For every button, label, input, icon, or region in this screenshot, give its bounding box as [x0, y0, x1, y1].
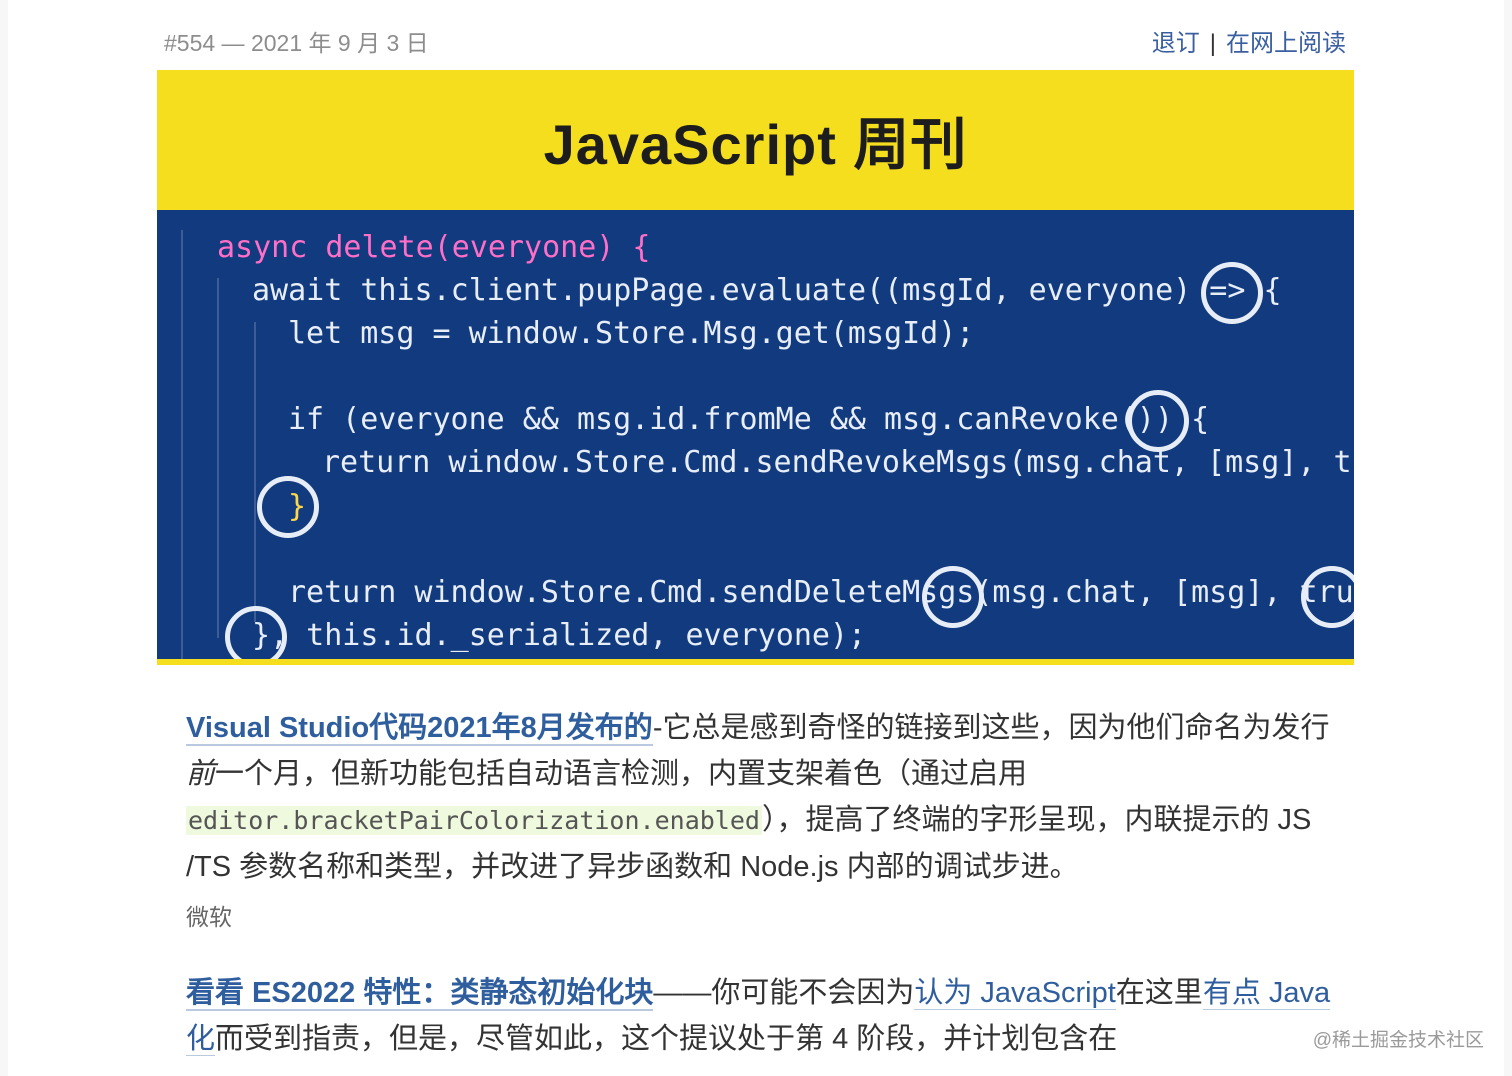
- code-text: let msg = window.Store.Msg.get(msgId);: [288, 316, 975, 351]
- inline-code: editor.bracketPairColorization.enabled: [186, 806, 762, 835]
- issue-date: #554 — 2021 年 9 月 3 日: [164, 30, 429, 56]
- article-text: ），提高了终端的字形呈现，内联提示的 JS /TS 参数名称和类型，并改进了异步…: [186, 804, 1312, 883]
- code-line: async delete(everyone) {: [217, 230, 650, 265]
- inline-link[interactable]: 有点 Java 化: [186, 977, 1331, 1056]
- code-text: if (everyone && msg.id.fromMe && msg.can…: [288, 402, 1210, 437]
- article-text: ——你可能不会因为: [653, 977, 915, 1009]
- highlight-circle: [1127, 390, 1189, 452]
- banner-bottom-stripe: [157, 659, 1354, 665]
- read-online-link[interactable]: 在网上阅读: [1226, 30, 1346, 57]
- inline-link[interactable]: 认为 JavaScript: [914, 977, 1116, 1010]
- code-text: return window.Store.Cmd.sendRevokeMsgs(m…: [322, 445, 1354, 480]
- article-text: 而受到指责，但是，尽管如此，这个提议处于第 4 阶段，并计划包含在: [215, 1023, 1118, 1055]
- code-line: let msg = window.Store.Msg.get(msgId);: [288, 316, 974, 351]
- code-text: }, this.id._serialized, everyone);: [252, 618, 867, 653]
- article-title-link[interactable]: Visual Studio代码2021年8月发布的: [186, 712, 653, 746]
- article-text: -它总是感到奇怪的链接到这些，因为他们命名为发行: [652, 712, 1330, 744]
- article-source: 微软: [186, 904, 232, 930]
- highlight-circle: [922, 566, 984, 628]
- code-text: async delete(everyone) {: [217, 230, 651, 265]
- article-text: 在这里: [1115, 977, 1203, 1009]
- highlight-circle: [257, 476, 319, 538]
- unsubscribe-link[interactable]: 退订: [1151, 30, 1200, 57]
- top-links: 退订 | 在网上阅读: [1152, 23, 1346, 58]
- code-line: return window.Store.Cmd.sendDeleteMsgs(m…: [288, 575, 1354, 610]
- newsletter-top-bar: #554 — 2021 年 9 月 3 日 退订 | 在网上阅读: [157, 20, 1354, 60]
- article-vscode: Visual Studio代码2021年8月发布的-它总是感到奇怪的链接到这些，…: [186, 705, 1346, 890]
- article-emphasis: 前: [186, 758, 216, 790]
- code-line: await this.client.pupPage.evaluate((msgI…: [252, 273, 1282, 308]
- code-line: return window.Store.Cmd.sendRevokeMsgs(m…: [322, 445, 1354, 480]
- code-text: return window.Store.Cmd.sendDeleteMsgs(m…: [288, 575, 1354, 610]
- highlight-circle: [225, 606, 287, 660]
- code-line: }, this.id._serialized, everyone);: [252, 618, 866, 653]
- indent-guide: [181, 230, 183, 660]
- highlight-circle: [1301, 566, 1354, 628]
- code-line: if (everyone && msg.id.fromMe && msg.can…: [288, 402, 1209, 437]
- highlight-circle: [1201, 262, 1263, 324]
- link-separator: |: [1209, 30, 1216, 57]
- watermark: @稀土掘金技术社区: [1312, 1030, 1484, 1051]
- code-text: await this.client.pupPage.evaluate((msgI…: [252, 273, 1282, 308]
- indent-guide: [254, 322, 256, 622]
- article-es2022: 看看 ES2022 特性：类静态初始化块——你可能不会因为认为 JavaScri…: [186, 970, 1346, 1062]
- indent-guide: [217, 278, 219, 638]
- code-screenshot-image: async delete(everyone) { await this.clie…: [157, 210, 1354, 660]
- article-text: 一个月，但新功能包括自动语言检测，内置支架着色（通过启用: [215, 758, 1028, 790]
- article-title-link[interactable]: 看看 ES2022 特性：类静态初始化块: [186, 977, 654, 1011]
- newsletter-title: JavaScript 周刊: [543, 112, 968, 176]
- newsletter-banner: JavaScript 周刊: [157, 70, 1354, 210]
